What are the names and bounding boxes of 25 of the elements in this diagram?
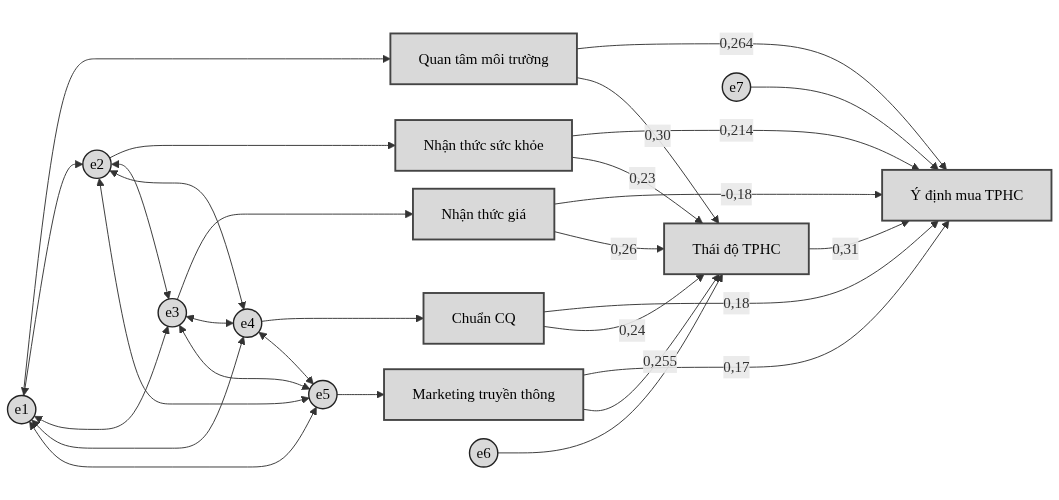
edge-label: -0,18 — [720, 186, 753, 203]
edge-label: 0,24 — [619, 322, 646, 339]
node-circle: e7 — [721, 72, 752, 103]
node-box: Quan tâm môi trường — [389, 32, 578, 86]
node-circle: e4 — [232, 308, 263, 339]
node-box: Ý định mua TPHC — [881, 169, 1053, 222]
node-box: Chuẩn CQ — [422, 292, 545, 345]
edge-label: 0,18 — [723, 295, 750, 312]
edge-label: 0,30 — [644, 127, 671, 144]
edge-label: 0,17 — [723, 359, 750, 375]
node-circle: e6 — [468, 438, 499, 468]
node-circle: e2 — [82, 149, 112, 180]
node-box: Thái độ TPHC — [663, 222, 810, 276]
edge-label: 0,214 — [719, 122, 754, 139]
edge-label: 0,23 — [629, 169, 656, 186]
edge-label: 0,31 — [832, 240, 859, 257]
node-box: Nhận thức sức khỏe — [394, 119, 573, 172]
edge-label: 0,264 — [719, 35, 754, 52]
edge-label: 0,255 — [643, 353, 677, 370]
node-box: Nhận thức giá — [412, 188, 556, 241]
node-circle: e1 — [6, 394, 37, 425]
edge-label: 0,26 — [610, 240, 637, 257]
node-circle: e5 — [308, 379, 338, 410]
node-circle: e3 — [157, 298, 188, 328]
node-box: Marketing truyền thông — [383, 368, 585, 422]
